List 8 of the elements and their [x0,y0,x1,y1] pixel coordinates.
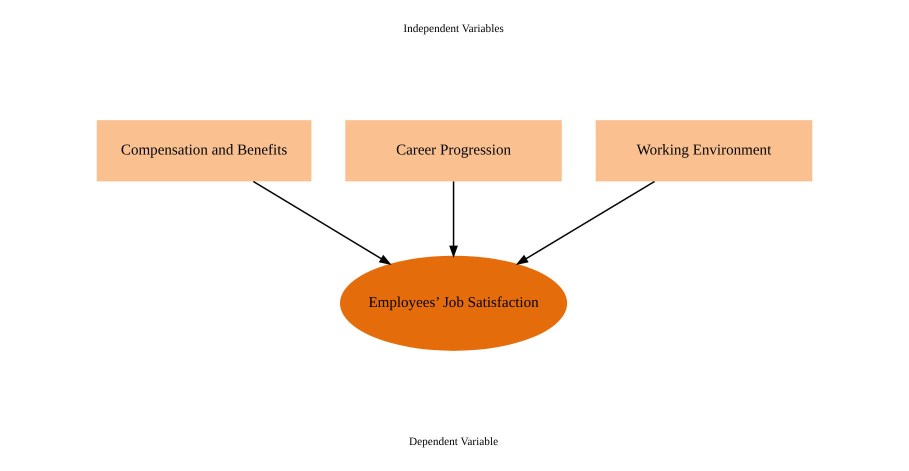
arrow [449,181,458,258]
label: Independent Variables [403,22,504,35]
node-box: Career Progression [345,120,562,182]
node-box: Working Environment [596,120,812,182]
arrow [253,180,392,265]
node-box: Compensation and Benefits [96,120,312,182]
label: Dependent Variable [409,436,498,448]
arrow [516,180,655,265]
